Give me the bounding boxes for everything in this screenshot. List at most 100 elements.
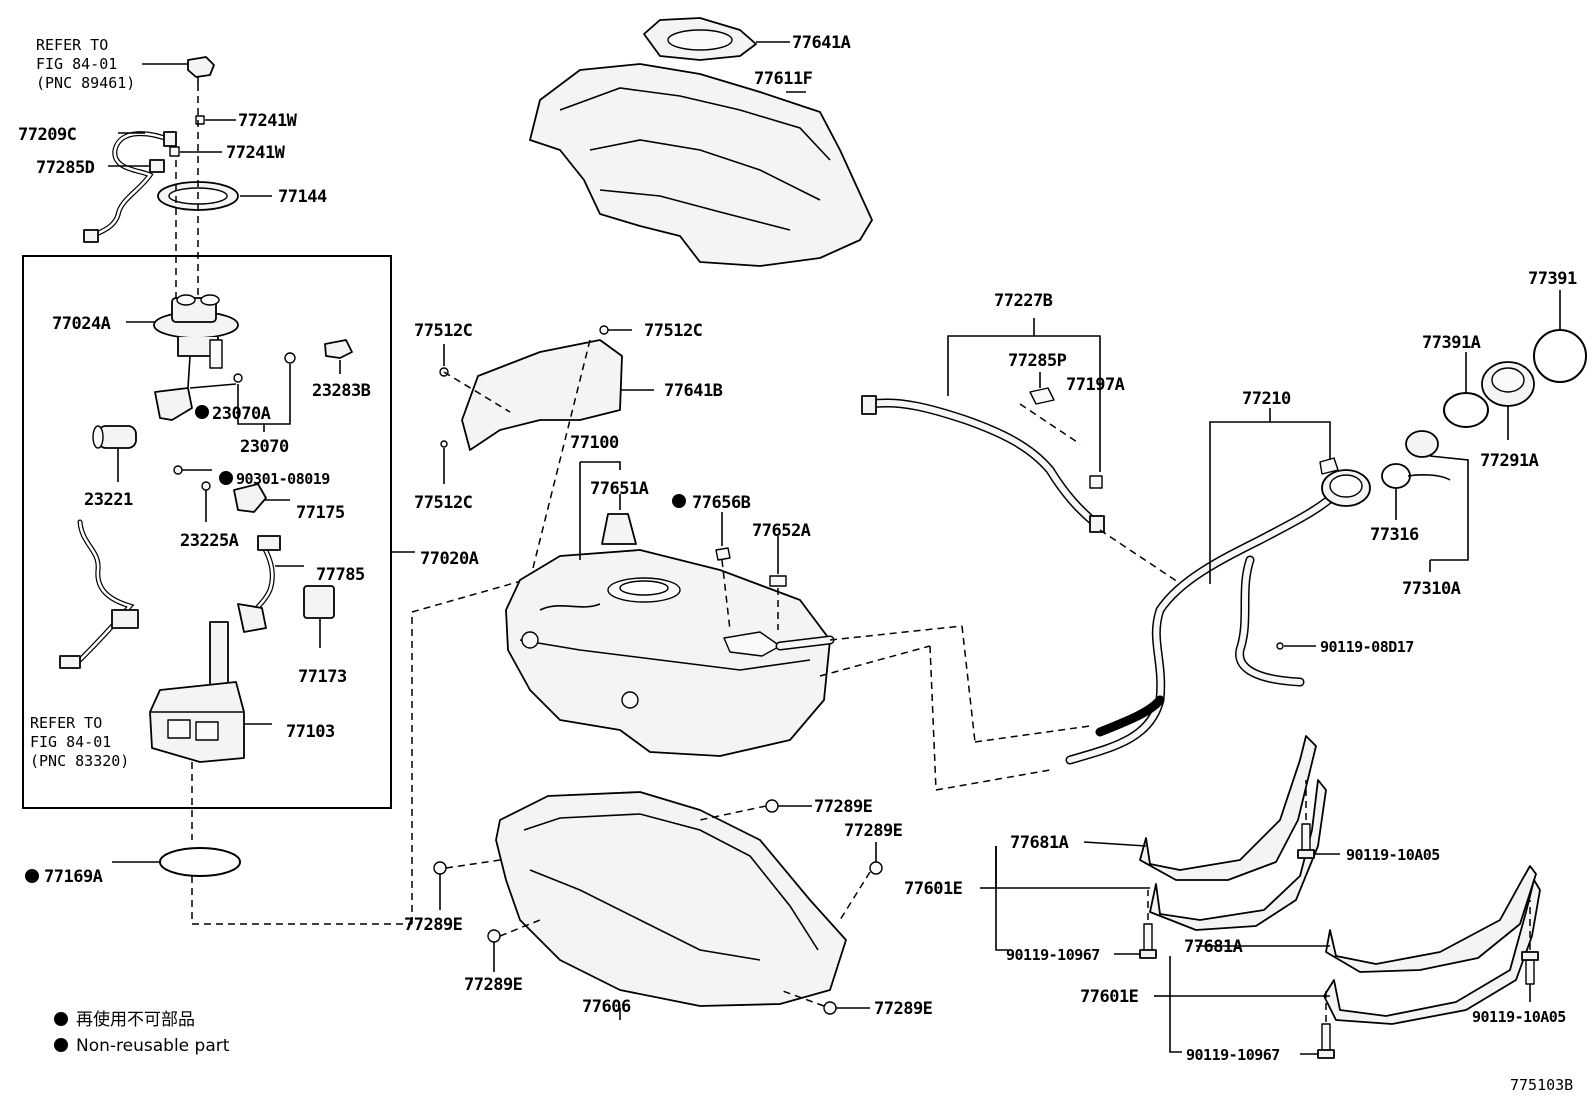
label-77512c-2: 77512C	[644, 321, 702, 341]
fuel-tank-group	[439, 325, 1091, 791]
refer-bottom-line2: FIG 84-01	[30, 733, 111, 751]
label-77391a: 77391A	[1422, 333, 1481, 353]
tank-protector-group	[529, 17, 873, 267]
refer-top-line3: (PNC 89461)	[36, 74, 135, 92]
gauge-wire-left	[59, 519, 139, 669]
refer-bottom-line1: REFER TO	[30, 714, 102, 732]
label-23070a: 23070A	[212, 404, 271, 424]
label-77601e-2: 77601E	[1080, 987, 1139, 1007]
label-77285d: 77285D	[36, 158, 95, 178]
label-77241w-1: 77241W	[238, 111, 298, 131]
legend-dot-japanese	[54, 1012, 68, 1026]
label-77024a: 77024A	[52, 314, 111, 334]
bolt-90119-10a05-b	[1521, 951, 1539, 985]
label-77611f: 77611F	[754, 69, 813, 89]
wire-harness-77209c	[83, 131, 177, 243]
grommet-23070	[284, 352, 296, 364]
refer-bottom-line3: (PNC 83320)	[30, 752, 129, 770]
harness-77785	[237, 535, 281, 633]
label-77197a: 77197A	[1066, 375, 1125, 395]
bolt-90119-10967-a	[1139, 923, 1157, 959]
label-77512c-1: 77512C	[414, 321, 472, 341]
pad-77652a	[769, 575, 787, 587]
pump-module-group	[22, 56, 561, 925]
vent-hose-77227b	[861, 318, 1191, 591]
fuel-filter-23221	[92, 425, 137, 482]
sensor-connector-part	[187, 56, 215, 84]
label-77652a: 77652A	[752, 521, 811, 541]
sender-77173	[303, 585, 335, 648]
label-77289e-4: 77289E	[464, 975, 523, 995]
clip-23283b	[324, 339, 353, 359]
label-77310a: 77310A	[1402, 579, 1461, 599]
label-23225a: 23225A	[180, 531, 239, 551]
refer-top-line2: FIG 84-01	[36, 55, 117, 73]
part-labels: REFER TO FIG 84-01 (PNC 89461) REFER TO …	[18, 33, 1577, 1094]
nonreusable-marker-77169a	[25, 869, 39, 883]
bracket-23070a	[154, 373, 243, 421]
clip-77241w-upper	[195, 115, 205, 125]
bolt-77289e-d	[487, 929, 501, 943]
protector-77611f	[529, 63, 873, 267]
label-77316: 77316	[1370, 525, 1419, 545]
bolt-90119-10967-b	[1317, 1023, 1335, 1059]
strap-upper-2	[1149, 779, 1327, 931]
tank-77100	[505, 549, 831, 757]
label-23283b: 23283B	[312, 381, 371, 401]
refer-top-line1: REFER TO	[36, 36, 108, 54]
strap-lower-2	[1323, 879, 1541, 1025]
shield-77641b	[461, 339, 623, 451]
label-77391: 77391	[1528, 269, 1577, 289]
figure-code: 775103B	[1510, 1076, 1573, 1094]
label-77606: 77606	[582, 997, 631, 1017]
filler-cap-group	[1381, 290, 1587, 572]
tank-straps-group	[980, 735, 1541, 1059]
label-77785: 77785	[316, 565, 365, 585]
label-90119-08d17: 90119-08D17	[1320, 638, 1414, 656]
label-23070: 23070	[240, 437, 289, 457]
clip-77241w-lower	[169, 146, 180, 157]
pump-body-77103	[149, 621, 245, 763]
ring-77391a	[1443, 392, 1489, 428]
strap-lower	[1325, 865, 1537, 973]
label-77285p: 77285P	[1008, 351, 1067, 371]
gasket-77169a	[159, 847, 241, 877]
strap-upper	[1139, 735, 1317, 881]
tank-lower-protector-group	[433, 791, 883, 1020]
regulator-77175	[233, 483, 267, 513]
label-77100: 77100	[570, 433, 619, 453]
label-23221: 23221	[84, 490, 133, 510]
ring-77391	[1533, 329, 1587, 383]
part-23225a	[201, 481, 211, 491]
retainer-ring-77144	[157, 181, 272, 211]
label-77641b: 77641B	[664, 381, 723, 401]
oring-90301	[173, 465, 183, 475]
label-77175: 77175	[296, 503, 345, 523]
label-77681a-2: 77681A	[1184, 937, 1243, 957]
label-77289e-3: 77289E	[404, 915, 463, 935]
legend-dot-english	[54, 1038, 68, 1052]
clip-77656b	[715, 547, 731, 561]
label-77289e-5: 77289E	[874, 999, 933, 1019]
label-77210: 77210	[1242, 389, 1291, 409]
label-77173: 77173	[298, 667, 347, 687]
label-77241w-2: 77241W	[226, 143, 286, 163]
legend-english-text: Non-reusable part	[76, 1036, 230, 1056]
label-77681a-1: 77681A	[1010, 833, 1069, 853]
nonreusable-marker-77656b	[672, 494, 686, 508]
label-90119-10967-2: 90119-10967	[1186, 1046, 1280, 1064]
label-90301-08019: 90301-08019	[236, 470, 330, 488]
label-90119-10967-1: 90119-10967	[1006, 946, 1100, 964]
pump-top-plate-77024a	[153, 294, 239, 389]
cap-77310a	[1381, 430, 1469, 572]
label-77169a: 77169A	[44, 867, 103, 887]
protector-77606	[495, 791, 847, 1007]
label-77289e-1: 77289E	[814, 797, 873, 817]
label-77144: 77144	[278, 187, 327, 207]
pad-77651a	[601, 513, 637, 545]
cap-77291a	[1481, 361, 1535, 440]
label-77209c: 77209C	[18, 125, 76, 145]
label-77289e-2: 77289E	[844, 821, 903, 841]
pump-assembly-box	[22, 255, 392, 809]
